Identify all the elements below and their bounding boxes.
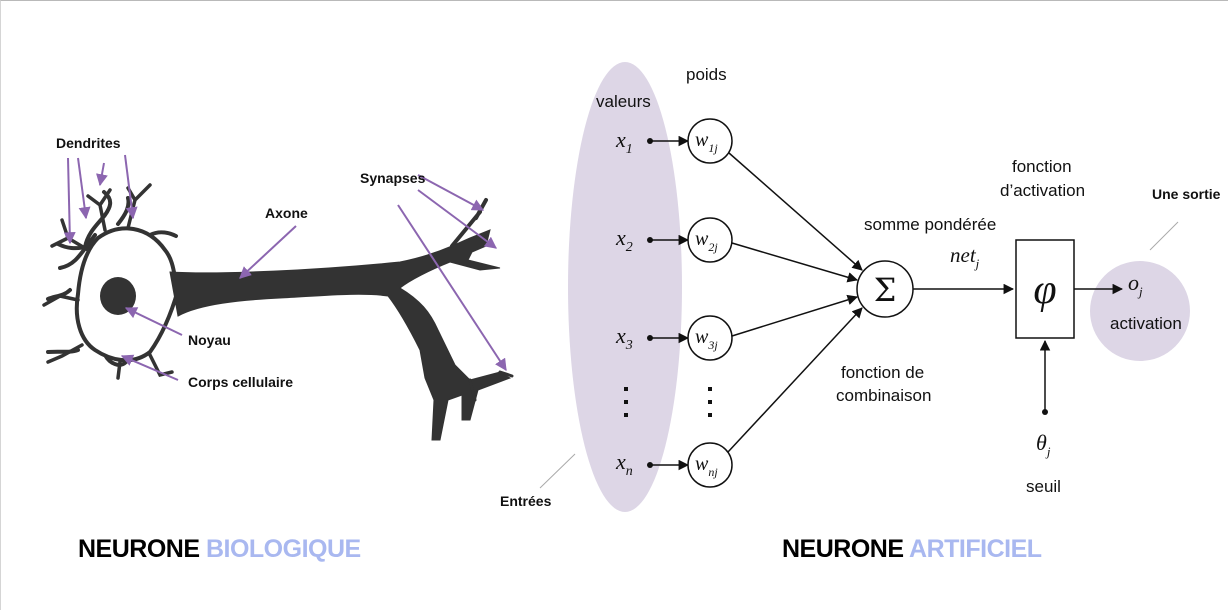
label-fonction-de: fonction de xyxy=(841,363,924,382)
label-corps-cellulaire: Corps cellulaire xyxy=(188,374,293,390)
label-activation: activation xyxy=(1110,314,1182,333)
label-noyau: Noyau xyxy=(188,332,231,348)
label-fonction: fonction xyxy=(1012,157,1072,176)
title-art-word1: NEURONE xyxy=(782,535,904,563)
title-bio-word2: BIOLOGIQUE xyxy=(206,535,361,563)
title-neurone-artificiel: NEURONE ARTIFICIEL xyxy=(782,535,1042,564)
label-axone: Axone xyxy=(265,205,308,221)
label-somme-ponderee: somme pondérée xyxy=(864,215,996,234)
biological-neuron: Dendrites Synapses Axone Noyau Corps cel… xyxy=(44,135,512,440)
label-net-j: netj xyxy=(950,243,980,271)
label-entrees: Entrées xyxy=(500,493,552,509)
label-une-sortie: Une sortie xyxy=(1152,186,1221,202)
sigma-symbol: Σ xyxy=(874,271,897,309)
artificial-neuron: valeurs poids x1 w1j x2 w2j x3 w3j xyxy=(500,62,1221,512)
label-dactivation: d’activation xyxy=(1000,181,1085,200)
title-bio-word1: NEURONE xyxy=(78,535,200,563)
label-dendrites: Dendrites xyxy=(56,135,121,151)
label-valeurs: valeurs xyxy=(596,92,651,111)
label-combinaison: combinaison xyxy=(836,386,931,405)
title-neurone-biologique: NEURONE BIOLOGIQUE xyxy=(78,535,361,564)
label-theta-j: θj xyxy=(1036,430,1051,459)
title-art-word2: ARTIFICIEL xyxy=(909,535,1042,563)
label-seuil: seuil xyxy=(1026,477,1061,496)
label-synapses: Synapses xyxy=(360,170,426,186)
output-circle xyxy=(1090,261,1190,361)
weight-to-sum-arrows xyxy=(728,153,862,452)
label-poids: poids xyxy=(686,65,727,84)
phi-symbol: φ xyxy=(1033,267,1056,313)
